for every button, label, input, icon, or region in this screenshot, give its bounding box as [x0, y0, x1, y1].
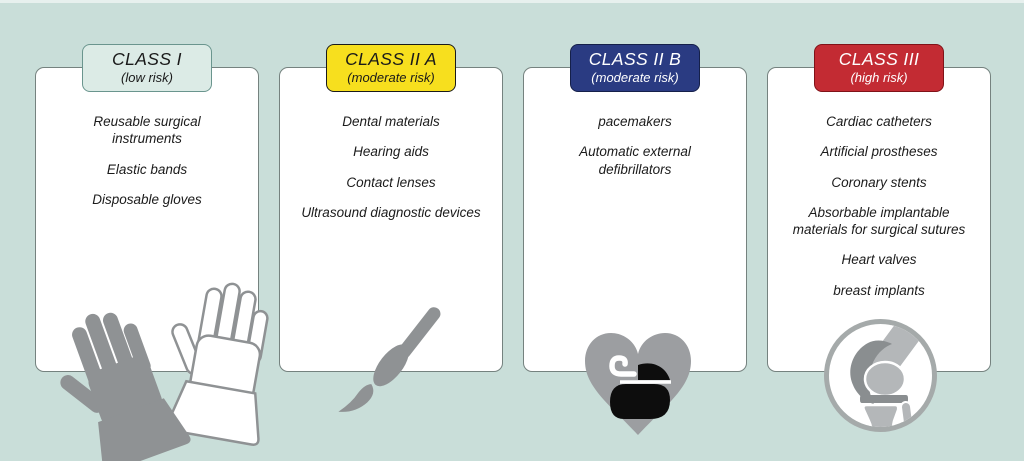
- class-risk-level: (high risk): [850, 70, 908, 85]
- device-item: Automatic external defibrillators: [579, 144, 691, 177]
- class-risk-level: (moderate risk): [591, 70, 679, 85]
- card-header-class-ii-a: CLASS II A (moderate risk): [326, 44, 456, 92]
- card-header-class-iii: CLASS III (high risk): [814, 44, 944, 92]
- device-item: Cardiac catheters: [826, 114, 932, 129]
- device-item: breast implants: [833, 282, 925, 298]
- device-item: Elastic bands: [106, 161, 188, 177]
- card-class-ii-a: CLASS II A (moderate risk) Dental materi…: [279, 44, 503, 372]
- card-header-class-ii-b: CLASS II B (moderate risk): [570, 44, 700, 92]
- pacemaker-heart-icon: [582, 330, 694, 438]
- top-edge-highlight: [0, 0, 1024, 3]
- class-title: CLASS II A: [345, 49, 437, 69]
- scalpel-icon: [330, 298, 460, 426]
- class-title: CLASS III: [838, 49, 920, 69]
- device-item: Contact lenses: [346, 174, 436, 190]
- device-item: Absorbable implantable materials for sur…: [792, 204, 966, 238]
- device-item: Ultrasound diagnostic devices: [301, 204, 481, 220]
- device-item: Disposable gloves: [92, 191, 202, 207]
- device-item: pacemakers: [598, 114, 672, 129]
- class-risk-level: (low risk): [121, 70, 173, 85]
- knee-implant-icon: [822, 317, 939, 434]
- gloves-icon: [38, 273, 286, 461]
- device-item: Artificial prostheses: [820, 144, 938, 160]
- class-risk-level: (moderate risk): [347, 70, 435, 85]
- class-title: CLASS I: [112, 49, 182, 69]
- device-item: Reusable surgical instruments: [93, 114, 201, 147]
- device-item: Heart valves: [841, 252, 917, 268]
- class-title: CLASS II B: [588, 49, 682, 69]
- device-item: Coronary stents: [831, 174, 927, 190]
- device-item: Hearing aids: [353, 144, 429, 160]
- card-class-i: CLASS I (low risk) Reusable surgical ins…: [35, 44, 259, 372]
- card-header-class-i: CLASS I (low risk): [82, 44, 212, 92]
- device-item: Dental materials: [342, 114, 440, 129]
